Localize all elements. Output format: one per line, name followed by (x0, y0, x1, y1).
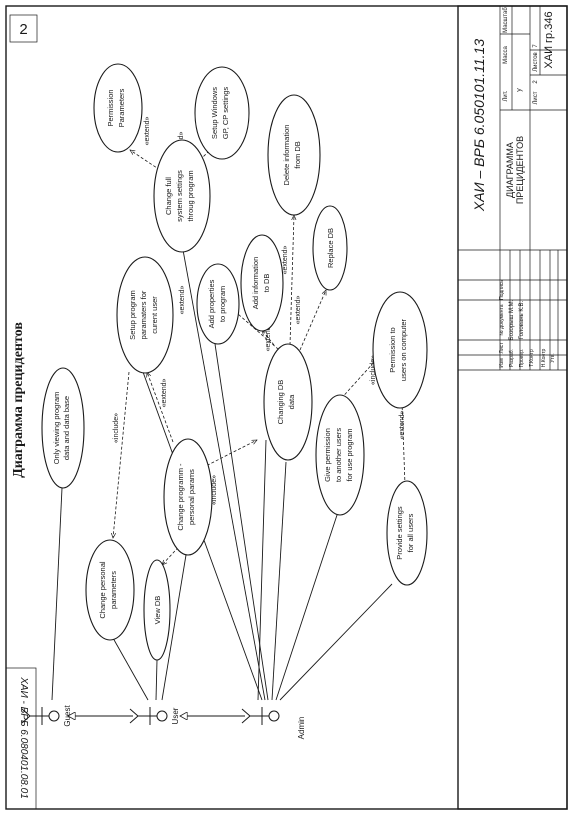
tb-row-utv: Утв. (550, 353, 556, 363)
use-case-add-properties: Add properties to program (196, 263, 240, 345)
tb-name-line1: ДИАГРАММА (505, 142, 515, 198)
use-case-permission-users: Permission to users on computer (372, 291, 428, 409)
tb-row-razrab: Разраб. (509, 349, 515, 367)
tb-lit-value: у (516, 88, 523, 92)
tb-masshtab-header: Масштаб (503, 7, 509, 33)
title-block: ХАИ – ВРБ 6.050101.11.13 ДИАГРАММА ПРЕЦИ… (457, 5, 568, 810)
svg-text:View DB: View DB (153, 596, 162, 625)
use-case-replace-db: Replace DB (312, 205, 348, 291)
svg-text:Provide settings: Provide settings (395, 506, 404, 560)
svg-text:Parameters: Parameters (117, 88, 126, 127)
stereo-extend-8: «extend» (399, 410, 406, 439)
use-case-change-programm: Change programm - personal params (163, 438, 213, 556)
use-case-give-permission: Give permission to another users for use… (315, 394, 365, 516)
svg-text:data and data base: data and data base (62, 396, 71, 460)
svg-text:parameters: parameters (109, 571, 118, 609)
use-case-add-information: Add information to DB (240, 234, 284, 332)
svg-text:personal params: personal params (187, 469, 196, 525)
diagram-title: Диаграмма прецидентов (11, 322, 26, 478)
svg-text:Change full: Change full (164, 177, 173, 215)
stereo-extend-1: «extend» (161, 378, 168, 407)
tb-name-line2: ПРЕЦИДЕНТОВ (515, 136, 525, 204)
svg-text:GP, CP settings: GP, CP settings (221, 87, 230, 140)
svg-text:Permission: Permission (106, 89, 115, 126)
page-number: 2 (19, 21, 27, 38)
svg-text:Permission to: Permission to (388, 327, 397, 372)
actor-guest-label: Guest (63, 705, 72, 727)
tb-col-sign: Подпись (499, 280, 505, 300)
actor-admin-label: Admin (297, 717, 306, 740)
svg-text:Only viewing program: Only viewing program (52, 392, 61, 465)
tb-designation: ХАИ – ВРБ 6.050101.11.13 (471, 39, 487, 212)
side-stamp-box (5, 667, 37, 810)
tb-lit-header: Лит. (503, 90, 509, 101)
stereo-include-2: «include» (211, 475, 218, 505)
tb-name-prover: Головань К.В. (519, 300, 525, 339)
tb-group: ХАИ гр.346 (543, 11, 555, 68)
tb-sheets-value: 7 (533, 44, 539, 48)
tb-sheet-value: 2 (533, 80, 539, 84)
associations (51, 249, 393, 701)
svg-text:Add properties: Add properties (207, 279, 216, 328)
stereo-include-1: «include» (113, 413, 120, 443)
tb-col-doc: № документа (499, 304, 505, 335)
stereo-extend-6: «extend» (144, 116, 151, 145)
actor-admin-icon (241, 707, 280, 725)
svg-text:data: data (287, 394, 296, 409)
actor-guest: Guest (21, 705, 72, 727)
svg-text:Give permission: Give permission (323, 428, 332, 482)
svg-text:Add information: Add information (251, 257, 260, 310)
svg-text:to program: to program (218, 286, 227, 322)
tb-row-nkontr: Н.Контр (541, 349, 547, 368)
svg-text:Changing DB: Changing DB (276, 380, 285, 425)
actor-admin: Admin (241, 707, 306, 740)
svg-text:users on computer: users on computer (399, 318, 408, 381)
page-number-box (9, 14, 38, 43)
use-case-change-personal: Change personal parameters (85, 539, 135, 641)
svg-text:throug program: throug program (186, 170, 195, 221)
actor-user-label: User (171, 707, 180, 724)
svg-text:Setup program: Setup program (128, 290, 137, 340)
stereo-extend-3: «extend» (265, 322, 272, 351)
svg-text:to another users: to another users (334, 428, 343, 482)
svg-text:Change programm -: Change programm - (176, 463, 185, 531)
use-case-view-db: View DB (143, 559, 171, 661)
tb-col-izm: Изм (499, 358, 505, 368)
tb-sheets-label: Листов (533, 52, 539, 72)
stereo-include-3: «include» (370, 355, 377, 385)
svg-text:curent user: curent user (150, 296, 159, 334)
tb-massa-header: Масса (503, 45, 509, 63)
stereo-extend-2: «extend» (179, 285, 186, 314)
svg-text:for all users: for all users (406, 513, 415, 552)
tb-row-prover: Провер. (519, 349, 525, 368)
use-case-setup-program: Setup program paramaters for curent user (116, 256, 174, 374)
svg-text:for use program: for use program (345, 429, 354, 482)
use-case-change-full: Change full system settings throug progr… (153, 139, 211, 253)
tb-sheet-label: Лист (533, 91, 539, 104)
svg-text:Delete information: Delete information (282, 125, 291, 186)
stereo-extend-4: «extend» (282, 245, 289, 274)
use-case-setup-windows: Setup Windows GP, CP settings (194, 66, 250, 160)
use-case-delete-information: Delete information from DB (267, 94, 321, 216)
use-case-only-viewing: Only viewing program data and data base (41, 367, 85, 489)
tb-name-razrab: Бозорыш М.М. (509, 299, 515, 340)
stereo-extend-5: «extend» (295, 295, 302, 324)
tb-col-list: Лист (499, 342, 505, 354)
svg-text:from DB: from DB (293, 141, 302, 169)
svg-text:paramaters for: paramaters for (139, 290, 148, 339)
svg-text:Setup Windows: Setup Windows (210, 87, 219, 139)
svg-text:Change personal: Change personal (98, 561, 107, 618)
use-case-permission-parameters: Permission Parameters (93, 63, 143, 153)
use-case-changing-db: Changing DB data (263, 343, 313, 461)
actor-user: User (129, 707, 180, 725)
actor-guest-icon (21, 707, 60, 725)
use-case-provide-settings: Provide settings for all users (386, 480, 428, 586)
side-stamp-text: ХАИ - ВРБ 6.080401.08.01 (18, 676, 29, 799)
actor-user-icon (129, 707, 168, 725)
tb-row-tkontr: Т.Контр (529, 349, 535, 367)
svg-text:to DB: to DB (262, 274, 271, 293)
svg-text:Replace DB: Replace DB (326, 228, 335, 268)
svg-text:system settings: system settings (175, 170, 184, 222)
